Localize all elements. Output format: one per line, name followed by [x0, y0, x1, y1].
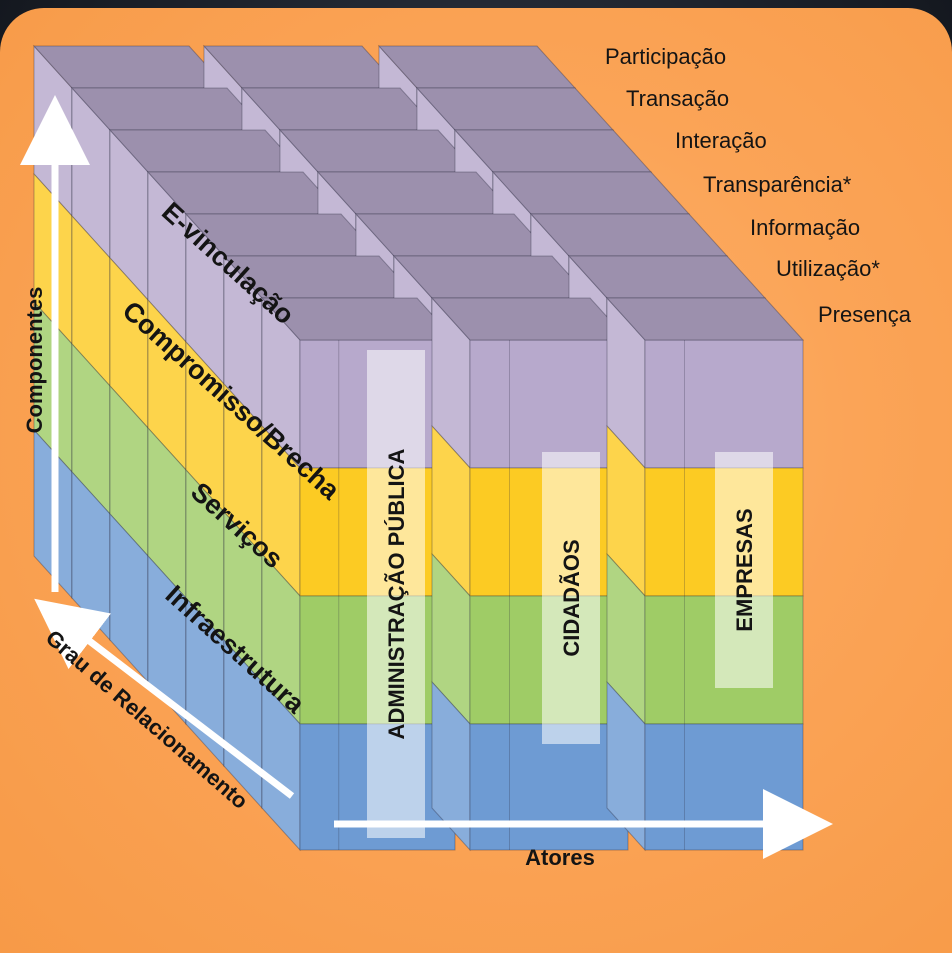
block-face [605, 297, 805, 341]
cube-diagram: Participação Transação Interação Transpa… [20, 44, 912, 870]
level-label: Transparência* [703, 172, 852, 197]
actor-label-panel-admin [367, 350, 425, 838]
block-face [469, 339, 629, 469]
actor-label-panel-cidadaos [542, 452, 600, 744]
block-face [644, 723, 804, 851]
level-label: Utilização* [776, 256, 880, 281]
level-label: Participação [605, 44, 726, 69]
block-face [260, 297, 457, 341]
level-label: Informação [750, 215, 860, 240]
vertical-axis-title: Componentes [22, 287, 47, 434]
block-face [644, 339, 804, 469]
level-label: Transação [626, 86, 729, 111]
horizontal-axis-title: Atores [525, 845, 595, 870]
actor-label-empresas: EMPRESAS [732, 508, 757, 631]
level-label: Presença [818, 302, 912, 327]
diagonal-axis-arrow [34, 598, 295, 799]
actor-label-cidadaos: CIDADÃOS [559, 539, 584, 656]
block-face [430, 297, 630, 341]
actor-label-panel-empresas [715, 452, 773, 688]
actor-label-admin: ADMINISTRAÇÃO PÚBLICA [384, 448, 409, 739]
diagram-panel: Participação Transação Interação Transpa… [0, 8, 952, 953]
level-label: Interação [675, 128, 767, 153]
